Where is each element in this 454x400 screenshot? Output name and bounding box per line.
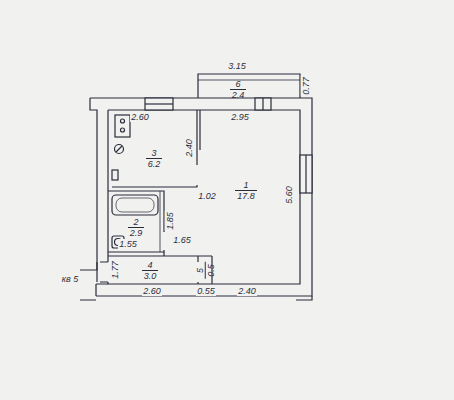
walls	[80, 74, 312, 300]
room-area: 17.8	[235, 191, 257, 201]
dimension: 5.60	[284, 185, 294, 205]
room-label: 22.9	[128, 217, 145, 238]
room-area: 6.2	[146, 159, 163, 169]
balcony	[198, 74, 300, 98]
partition	[108, 256, 212, 284]
room-label: 117.8	[235, 180, 257, 201]
room-number: 5	[194, 262, 205, 279]
dimension: 2.40	[184, 138, 194, 158]
room-label: 50.5	[194, 262, 215, 279]
balcony-door	[262, 98, 263, 110]
partition	[199, 110, 200, 150]
bathtub	[112, 195, 158, 215]
dimension: 1.55	[118, 239, 138, 249]
room-label: 36.2	[146, 148, 163, 169]
dimension: 1.77	[110, 260, 120, 280]
window	[145, 103, 173, 104]
outer-wall	[296, 296, 312, 300]
balcony-rail	[198, 80, 300, 81]
dimension: 3.15	[227, 61, 247, 71]
dimension: 2.60	[142, 286, 162, 296]
window	[305, 155, 306, 193]
gas-stove	[115, 145, 124, 154]
dimension: 1.02	[197, 191, 217, 201]
window	[145, 98, 173, 110]
outer-wall	[80, 284, 108, 300]
bathtub	[116, 198, 154, 212]
room-number: 4	[142, 260, 159, 271]
room-area: 0.5	[205, 262, 215, 279]
door-gap	[196, 165, 199, 185]
dimension: 0.55	[196, 286, 216, 296]
room-number: 3	[146, 148, 163, 159]
balcony-door	[255, 98, 271, 110]
room-area: 2.4	[230, 90, 247, 100]
room-area: 2.9	[128, 228, 145, 238]
room-area: 3.0	[142, 271, 159, 281]
outer-wall	[90, 98, 312, 296]
sink	[121, 119, 125, 123]
dimension: 2.95	[230, 112, 250, 122]
partition	[108, 191, 164, 252]
partition	[163, 252, 164, 256]
dimension: 2.60	[130, 112, 150, 122]
sink	[115, 115, 130, 137]
sink	[121, 128, 125, 132]
gas-stove	[116, 146, 122, 152]
heater	[112, 170, 118, 180]
dimension: 1.65	[172, 235, 192, 245]
dimension: 0.77	[301, 76, 311, 96]
entrance	[97, 262, 108, 282]
room-number: 2	[128, 217, 145, 228]
dimension: 2.40	[237, 286, 257, 296]
partition	[160, 191, 161, 252]
door-gap	[163, 232, 166, 250]
room-number: 1	[235, 180, 257, 191]
outer-wall	[80, 98, 97, 270]
room-label: 62.4	[230, 79, 247, 100]
dimension: 1.85	[165, 211, 175, 231]
room-label: 43.0	[142, 260, 159, 281]
apartment-number: кв 5	[61, 274, 79, 284]
room-number: 6	[230, 79, 247, 90]
partition	[112, 110, 197, 187]
inner-wall	[108, 110, 300, 284]
window	[300, 155, 312, 193]
